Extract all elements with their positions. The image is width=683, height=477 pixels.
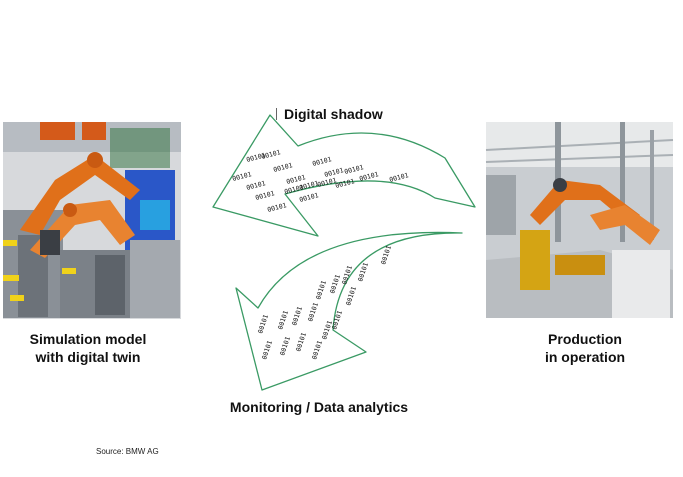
production-label-line1: Production <box>548 331 622 347</box>
source-caption: Source: BMW AG <box>96 447 159 456</box>
production-label-line2: in operation <box>544 349 626 365</box>
digital-shadow-tick <box>276 108 277 120</box>
monitoring-label: Monitoring / Data analytics <box>229 399 409 415</box>
simulation-label-line2: with digital twin <box>35 349 141 365</box>
simulation-label-line1: Simulation model <box>29 331 147 347</box>
production-label: Production in operation <box>505 330 665 366</box>
digital-shadow-arrow <box>212 114 476 237</box>
binary-text: 00101 <box>344 285 358 306</box>
simulation-label: Simulation model with digital twin <box>0 330 176 366</box>
digital-shadow-label: Digital shadow <box>284 106 383 122</box>
binary-text: 00101 <box>298 191 319 204</box>
monitoring-arrow <box>235 231 463 391</box>
